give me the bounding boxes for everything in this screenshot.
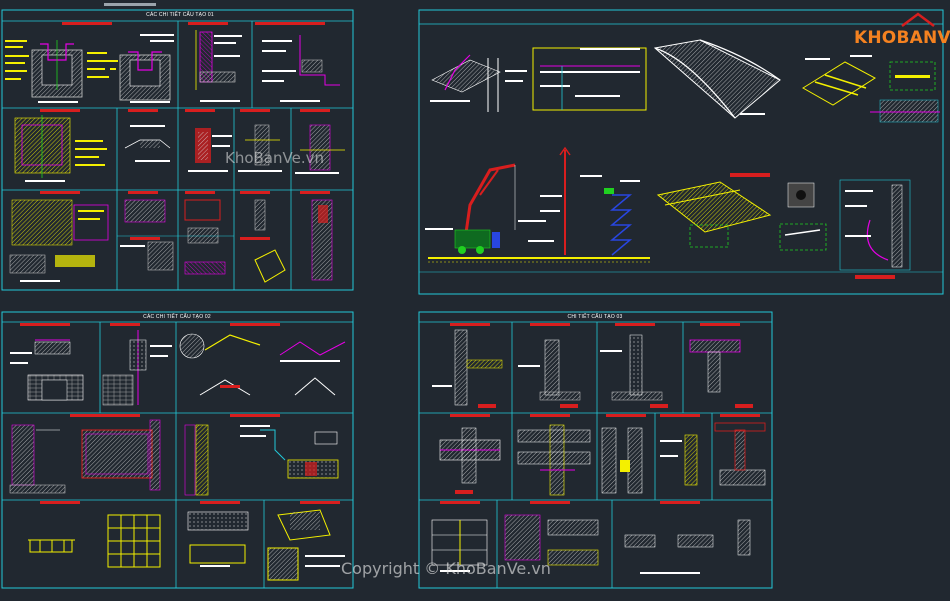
sheet-details-03 (418, 311, 773, 589)
house-roof-icon (901, 12, 935, 27)
sheet-construction-perspective (418, 9, 944, 295)
center-watermark: KhoBanVe.vn (225, 149, 324, 167)
sheet-details-02 (1, 311, 354, 589)
sheet-2-title: CÁC CHI TIẾT CẤU TẠO 02 (143, 314, 211, 320)
sheet-3-title: CHI TIẾT CẤU TẠO 03 (567, 314, 623, 320)
logo-text: KHOBANVE (854, 28, 950, 48)
sheet-details-01 (1, 3, 354, 291)
khobanve-logo: KHOBANVE (852, 12, 950, 50)
sheet-1-title: CÁC CHI TIẾT CẤU TẠO 01 (146, 12, 214, 18)
copyright-watermark: Copyright © KhoBanVe.vn (341, 559, 551, 578)
